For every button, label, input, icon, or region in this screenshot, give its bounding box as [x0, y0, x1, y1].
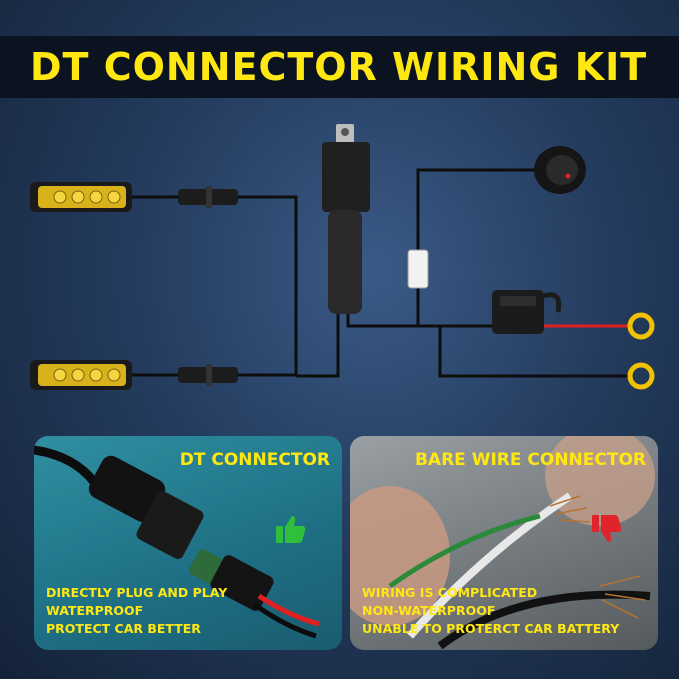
drawback-line: NON-WATERPROOF [362, 603, 496, 618]
title-bar: DT CONNECTOR WIRING KIT [0, 36, 679, 98]
dt-connector-top [178, 186, 238, 208]
benefit-line: PROTECT CAR BETTER [46, 621, 201, 636]
panel-title-bare: BARE WIRE CONNECTOR [414, 450, 646, 470]
white-connector [407, 249, 429, 289]
page-title: DT CONNECTOR WIRING KIT [30, 45, 648, 89]
bare-wire-drawback-list: WIRING IS COMPLICATED NON-WATERPROOF UNA… [362, 584, 619, 638]
panel-title-dt: DT CONNECTOR [179, 450, 330, 470]
ring-terminal-negative [627, 362, 655, 390]
bare-wire-illustration [350, 436, 655, 650]
relay [322, 124, 370, 314]
bare-wire-panel: BARE WIRE CONNECTOR WIRING IS COMPLICATE… [350, 436, 658, 650]
harness-wires [132, 168, 630, 378]
wiring-diagram [30, 124, 655, 390]
drawback-line: UNABLE TO PROTERCT CAR BATTERY [362, 621, 620, 636]
inline-fuse [492, 290, 562, 334]
benefit-line: DIRECTLY PLUG AND PLAY [46, 585, 228, 600]
drawback-line: WIRING IS COMPLICATED [362, 585, 538, 600]
dt-connector-bottom [178, 364, 238, 386]
rocker-switch [534, 146, 586, 194]
dt-connector-panel: DT CONNECTOR DIRECTLY PLUG AND PLAY WATE… [34, 436, 342, 650]
dt-benefit-list: DIRECTLY PLUG AND PLAY WATERPROOF PROTEC… [46, 584, 227, 638]
light-bar-top [30, 182, 132, 212]
light-bar-bottom [30, 360, 132, 390]
ring-terminal-positive [627, 312, 655, 340]
dt-connector-illustration [34, 445, 320, 639]
benefit-line: WATERPROOF [46, 603, 144, 618]
